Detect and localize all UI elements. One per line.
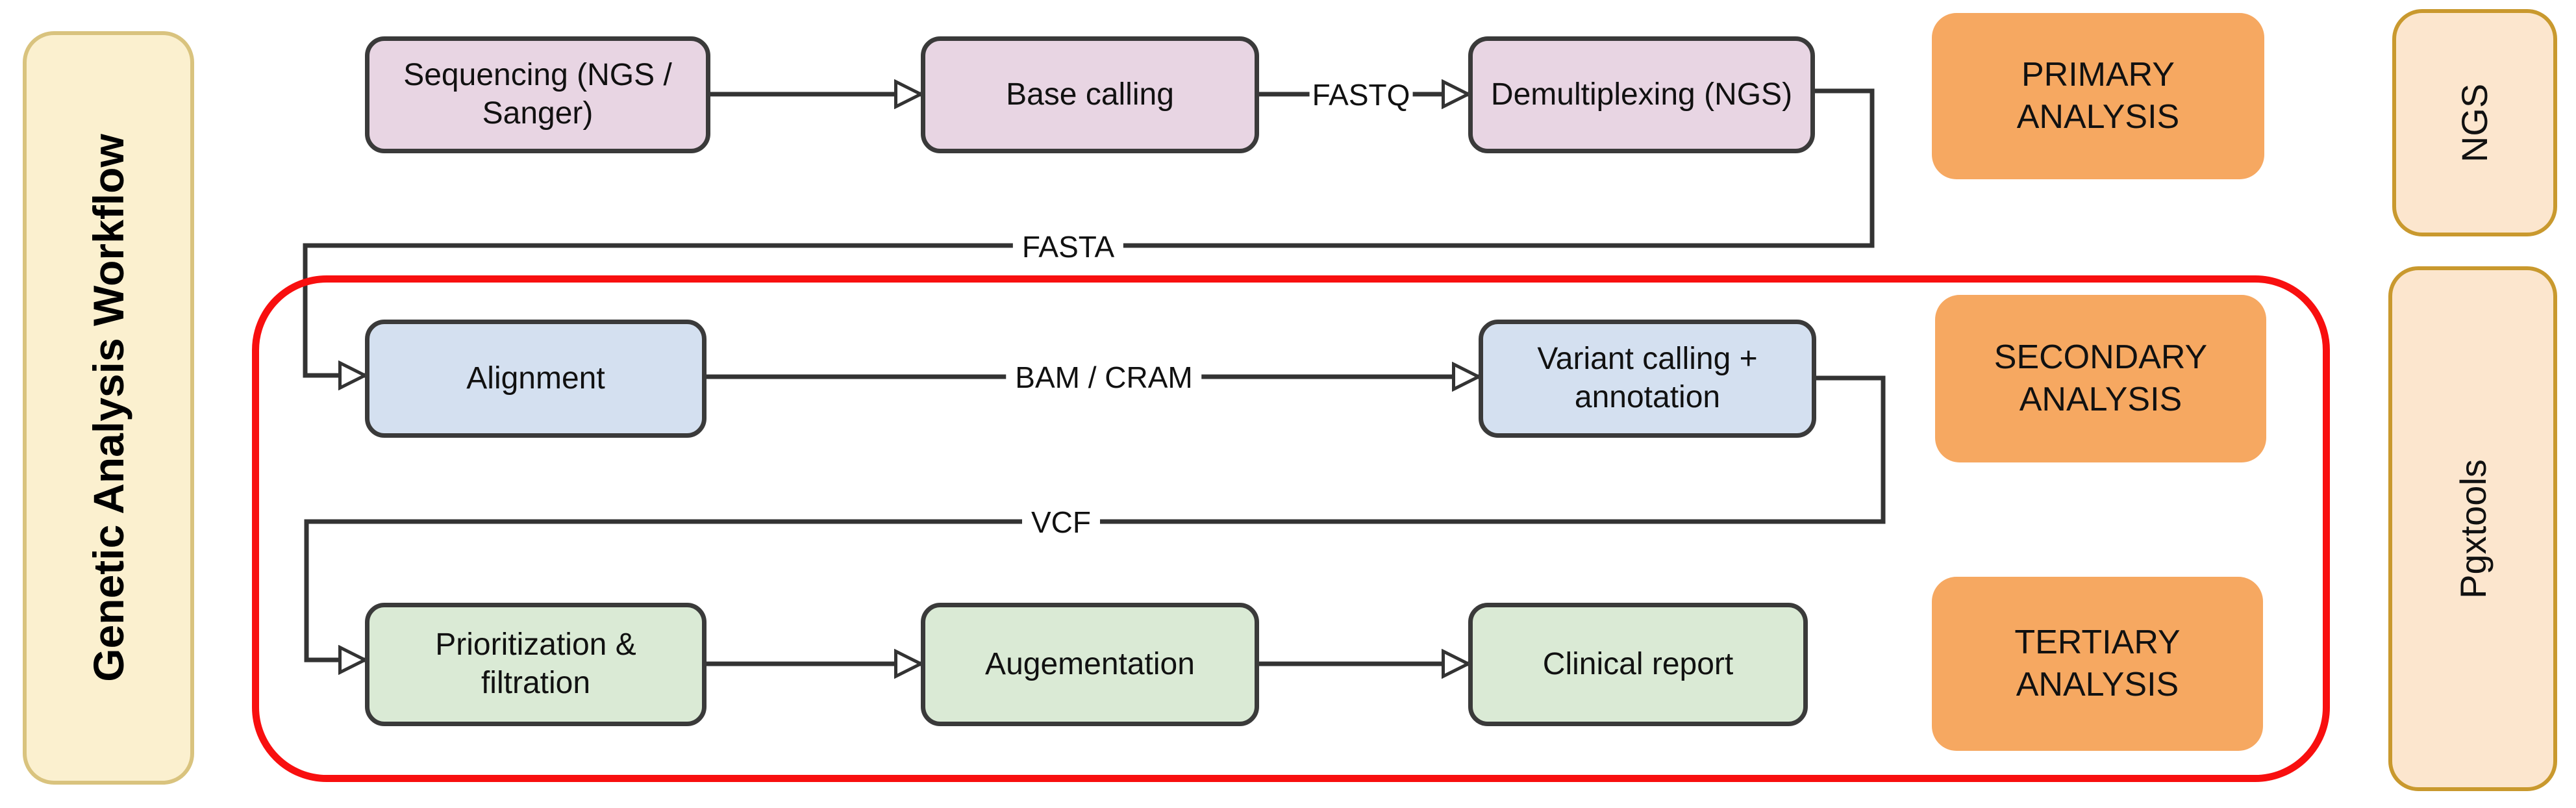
- node-sequencing-label: Sequencing (NGS / Sanger): [403, 58, 672, 131]
- stage-primary-analysis: PRIMARY ANALYSIS: [1932, 13, 2264, 179]
- stage-secondary-label: SECONDARY ANALYSIS: [1994, 338, 2208, 418]
- node-prioritization-label: Prioritization & filtration: [435, 627, 636, 700]
- node-variant-calling: Variant calling + annotation: [1479, 320, 1816, 438]
- node-demultiplexing-label: Demultiplexing (NGS): [1490, 77, 1793, 112]
- edge-label-vcf: VCF: [1022, 503, 1100, 541]
- node-base-calling-label: Base calling: [1006, 77, 1174, 112]
- node-prioritization-filtration: Prioritization & filtration: [365, 603, 707, 726]
- node-augmentation: Augementation: [921, 603, 1259, 726]
- node-sequencing: Sequencing (NGS / Sanger): [365, 36, 710, 153]
- node-base-calling: Base calling: [921, 36, 1259, 153]
- edge-label-fastq: FASTQ: [1309, 76, 1413, 114]
- stage-primary-label: PRIMARY ANALYSIS: [2016, 56, 2180, 136]
- diagram-title-bar: Genetic Analysis Workflow: [23, 31, 194, 785]
- stage-secondary-analysis: SECONDARY ANALYSIS: [1935, 295, 2266, 462]
- node-alignment-label: Alignment: [466, 360, 605, 396]
- node-demultiplexing: Demultiplexing (NGS): [1468, 36, 1815, 153]
- side-label-pgxtools-text: Pgxtools: [2452, 459, 2494, 599]
- node-variant-calling-label: Variant calling + annotation: [1537, 342, 1758, 414]
- diagram-title: Genetic Analysis Workflow: [84, 134, 132, 682]
- edge-label-bam-cram: BAM / CRAM: [1006, 359, 1202, 396]
- edge-label-fasta: FASTA: [1012, 228, 1124, 266]
- node-clinical-report: Clinical report: [1468, 603, 1808, 726]
- secondary-tertiary-highlight-outline: [252, 275, 2330, 782]
- side-label-ngs-text: NGS: [2454, 83, 2495, 162]
- stage-tertiary-label: TERTIARY ANALYSIS: [2014, 624, 2181, 703]
- node-alignment: Alignment: [365, 320, 707, 438]
- node-clinical-report-label: Clinical report: [1542, 646, 1734, 681]
- node-augmentation-label: Augementation: [985, 646, 1195, 681]
- stage-tertiary-analysis: TERTIARY ANALYSIS: [1932, 577, 2263, 751]
- side-label-ngs: NGS: [2392, 9, 2557, 236]
- side-label-pgxtools: Pgxtools: [2388, 266, 2557, 791]
